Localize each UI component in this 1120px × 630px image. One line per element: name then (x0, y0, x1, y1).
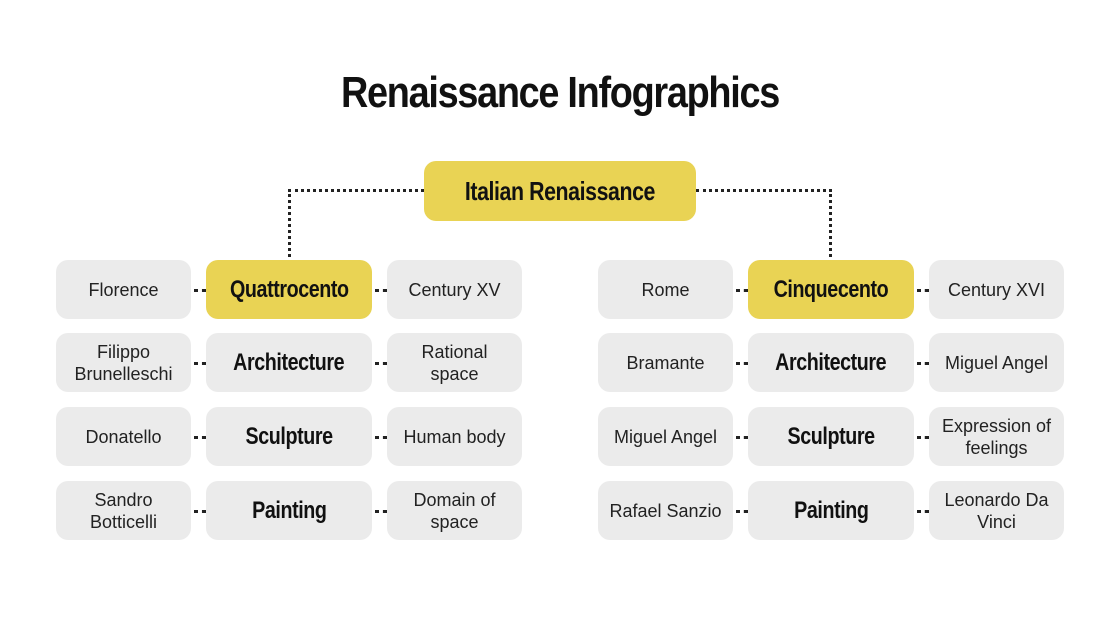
connector (375, 436, 387, 439)
right-node: Leonardo Da Vinci (929, 481, 1064, 540)
node-label: Leonardo Da Vinci (944, 489, 1049, 532)
node-label: Sculpture (245, 422, 333, 450)
node-label: Rational space (421, 341, 488, 384)
left-node: Sandro Botticelli (56, 481, 191, 540)
left-node: Filippo Brunelleschi (56, 333, 191, 392)
left-node: Florence (56, 260, 191, 319)
node-label: Miguel Angel (944, 352, 1049, 373)
right-node: Miguel Angel (929, 333, 1064, 392)
node-label: Bramante (626, 352, 705, 373)
root-node: Italian Renaissance (424, 161, 696, 221)
node-label: Architecture (233, 348, 345, 376)
category-node: Painting (748, 481, 914, 540)
right-node: Century XVI (929, 260, 1064, 319)
node-label: Donatello (85, 426, 162, 447)
connector (696, 189, 832, 192)
connector (917, 289, 929, 292)
category-node: Sculpture (206, 407, 372, 466)
right-node: Century XV (387, 260, 522, 319)
left-node: Rome (598, 260, 733, 319)
connector (917, 510, 929, 513)
node-label: Filippo Brunelleschi (74, 341, 173, 384)
node-label: Quattrocento (229, 275, 349, 303)
connector (736, 436, 748, 439)
period-node: Cinquecento (748, 260, 914, 319)
node-label: Cinquecento (773, 275, 889, 303)
right-node: Rational space (387, 333, 522, 392)
left-node: Donatello (56, 407, 191, 466)
connector (829, 189, 832, 257)
node-label: Domain of space (413, 489, 496, 532)
node-label: Miguel Angel (613, 426, 718, 447)
node-label: Painting (251, 496, 327, 524)
connector (736, 510, 748, 513)
connector (194, 436, 206, 439)
node-label: Sandro Botticelli (89, 489, 158, 532)
connector (375, 289, 387, 292)
node-label: Human body (403, 426, 506, 447)
root-label: Italian Renaissance (464, 175, 656, 206)
connector (194, 289, 206, 292)
connector (194, 362, 206, 365)
left-node: Bramante (598, 333, 733, 392)
period-node: Quattrocento (206, 260, 372, 319)
node-label: Architecture (775, 348, 887, 376)
page-title: Renaissance Infographics (340, 68, 780, 117)
connector (736, 362, 748, 365)
right-node: Domain of space (387, 481, 522, 540)
category-node: Architecture (748, 333, 914, 392)
right-node: Human body (387, 407, 522, 466)
left-node: Miguel Angel (598, 407, 733, 466)
connector (375, 362, 387, 365)
category-node: Sculpture (748, 407, 914, 466)
node-label: Sculpture (787, 422, 875, 450)
node-label: Century XVI (947, 279, 1046, 300)
connector (736, 289, 748, 292)
connector (194, 510, 206, 513)
node-label: Florence (88, 279, 159, 300)
node-label: Rome (641, 279, 690, 300)
node-label: Expression of feelings (941, 415, 1052, 458)
connector (288, 189, 291, 257)
node-label: Century XV (408, 279, 501, 300)
category-node: Architecture (206, 333, 372, 392)
connector (917, 436, 929, 439)
left-node: Rafael Sanzio (598, 481, 733, 540)
connector (375, 510, 387, 513)
category-node: Painting (206, 481, 372, 540)
node-label: Painting (793, 496, 869, 524)
connector (288, 189, 424, 192)
connector (917, 362, 929, 365)
right-node: Expression of feelings (929, 407, 1064, 466)
node-label: Rafael Sanzio (609, 500, 722, 521)
